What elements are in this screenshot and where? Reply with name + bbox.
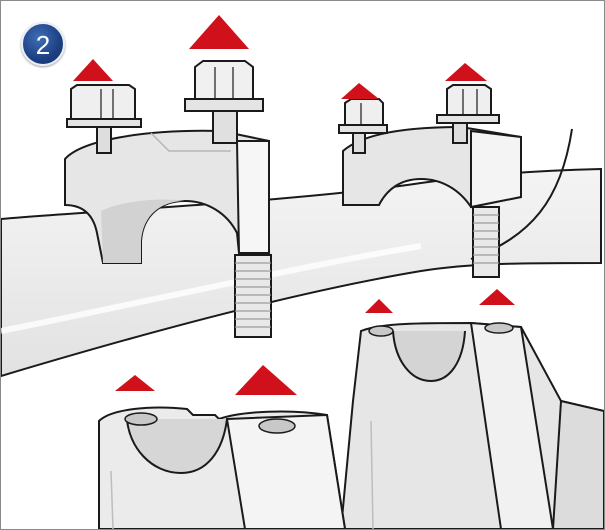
up-arrow-icon xyxy=(341,83,379,99)
bolt-left-small xyxy=(66,84,142,154)
up-arrow-icon xyxy=(479,289,515,305)
upper-clamp-right xyxy=(342,125,522,278)
bolt-right-small xyxy=(338,98,388,154)
lower-clamp-left xyxy=(98,406,347,529)
step-number: 2 xyxy=(35,29,51,60)
step-number-badge: 2 xyxy=(21,22,65,66)
up-arrow-icon xyxy=(189,15,249,49)
bolt-right-large xyxy=(436,84,500,144)
upper-clamp-left xyxy=(64,129,270,264)
up-arrow-icon xyxy=(235,365,297,395)
up-arrow-icon xyxy=(115,375,155,391)
up-arrow-icon xyxy=(365,299,393,313)
up-arrow-icon xyxy=(73,59,113,81)
bolt-left-large xyxy=(184,60,272,338)
arrow-group xyxy=(73,15,515,395)
up-arrow-icon xyxy=(445,63,487,81)
lower-clamp-right xyxy=(339,321,604,529)
